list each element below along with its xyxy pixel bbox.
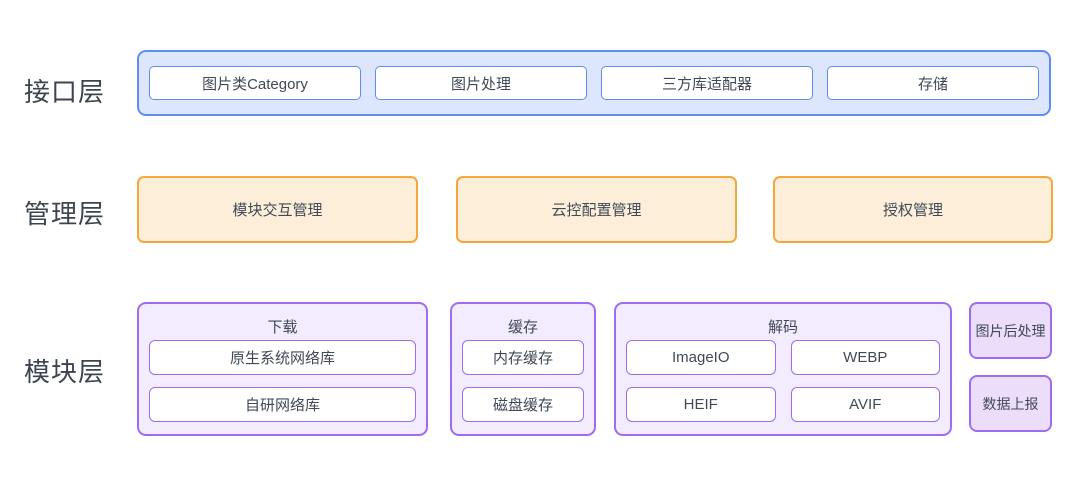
layer-label-interface: 接口层 [24, 77, 106, 107]
management-item-authorization: 授权管理 [773, 176, 1053, 243]
management-item-module-interaction: 模块交互管理 [137, 176, 418, 243]
module-group-download-title: 下载 [267, 318, 298, 336]
layer-label-module: 模块层 [24, 357, 106, 387]
layer-label-management: 管理层 [24, 199, 106, 229]
module-group-cache-title: 缓存 [507, 318, 538, 336]
interface-item-storage: 存储 [827, 66, 1039, 100]
module-group-cache: 缓存 内存缓存 磁盘缓存 [450, 302, 596, 436]
module-group-decode: 解码 ImageIO WEBP HEIF AVIF [614, 302, 952, 436]
module-group-download-items: 原生系统网络库 自研网络库 [149, 340, 416, 422]
module-item-heif: HEIF [626, 387, 776, 422]
module-group-decode-title: 解码 [767, 318, 798, 336]
module-group-cache-items: 内存缓存 磁盘缓存 [462, 340, 584, 422]
interface-layer-container: 图片类Category 图片处理 三方库适配器 存储 [137, 50, 1051, 116]
module-item-native-network-lib: 原生系统网络库 [149, 340, 416, 375]
module-item-image-postprocess: 图片后处理 [969, 302, 1052, 359]
module-item-imageio: ImageIO [626, 340, 776, 375]
module-item-avif: AVIF [790, 387, 940, 422]
management-item-cloud-config: 云控配置管理 [456, 176, 737, 243]
interface-item-thirdparty-adapter: 三方库适配器 [601, 66, 813, 100]
module-item-memory-cache: 内存缓存 [462, 340, 584, 375]
module-group-decode-items: ImageIO WEBP HEIF AVIF [626, 340, 940, 422]
module-group-download: 下载 原生系统网络库 自研网络库 [137, 302, 428, 436]
module-item-webp: WEBP [790, 340, 940, 375]
module-item-inhouse-network-lib: 自研网络库 [149, 387, 416, 422]
module-item-disk-cache: 磁盘缓存 [462, 387, 584, 422]
interface-item-image-category: 图片类Category [149, 66, 361, 100]
module-item-data-report: 数据上报 [969, 375, 1052, 432]
interface-item-image-processing: 图片处理 [375, 66, 587, 100]
